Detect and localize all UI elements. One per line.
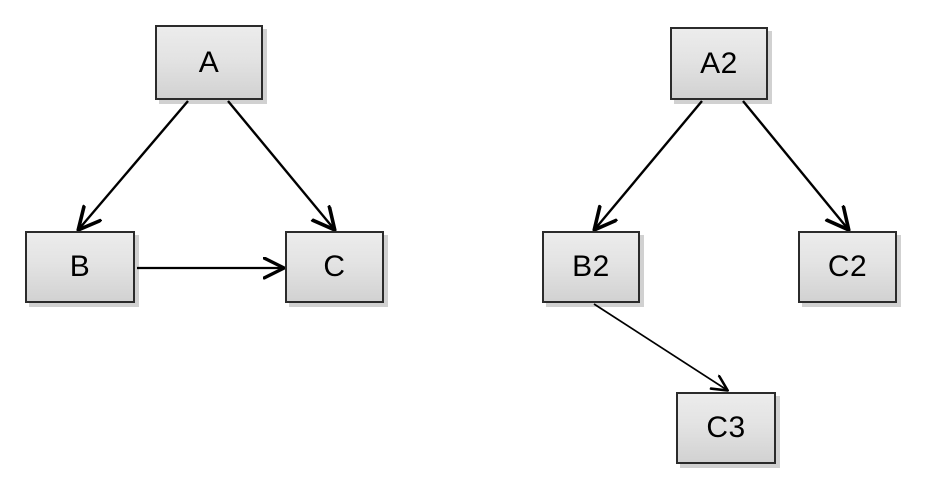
node-b[interactable]: B	[25, 231, 135, 303]
node-a2[interactable]: A2	[670, 27, 768, 100]
edge-a-to-b[interactable]	[79, 100, 189, 229]
edge-b2-to-c3[interactable]	[593, 303, 727, 390]
edge-a-to-c[interactable]	[227, 100, 334, 229]
node-label: C	[323, 250, 346, 283]
edge-a2-to-c2[interactable]	[742, 100, 848, 229]
edge-a2-to-b2[interactable]	[595, 100, 703, 229]
node-c[interactable]: C	[285, 231, 384, 303]
edges-group	[79, 100, 848, 390]
node-label: B	[69, 250, 91, 283]
node-label: B2	[572, 250, 610, 283]
node-b2[interactable]: B2	[542, 231, 640, 303]
node-label: C2	[827, 250, 868, 283]
node-label: A	[198, 45, 220, 79]
node-c3[interactable]: C3	[676, 392, 776, 464]
node-a[interactable]: A	[155, 25, 263, 100]
node-c2[interactable]: C2	[798, 231, 897, 303]
node-label: C3	[706, 411, 746, 444]
node-label: A2	[700, 46, 738, 80]
